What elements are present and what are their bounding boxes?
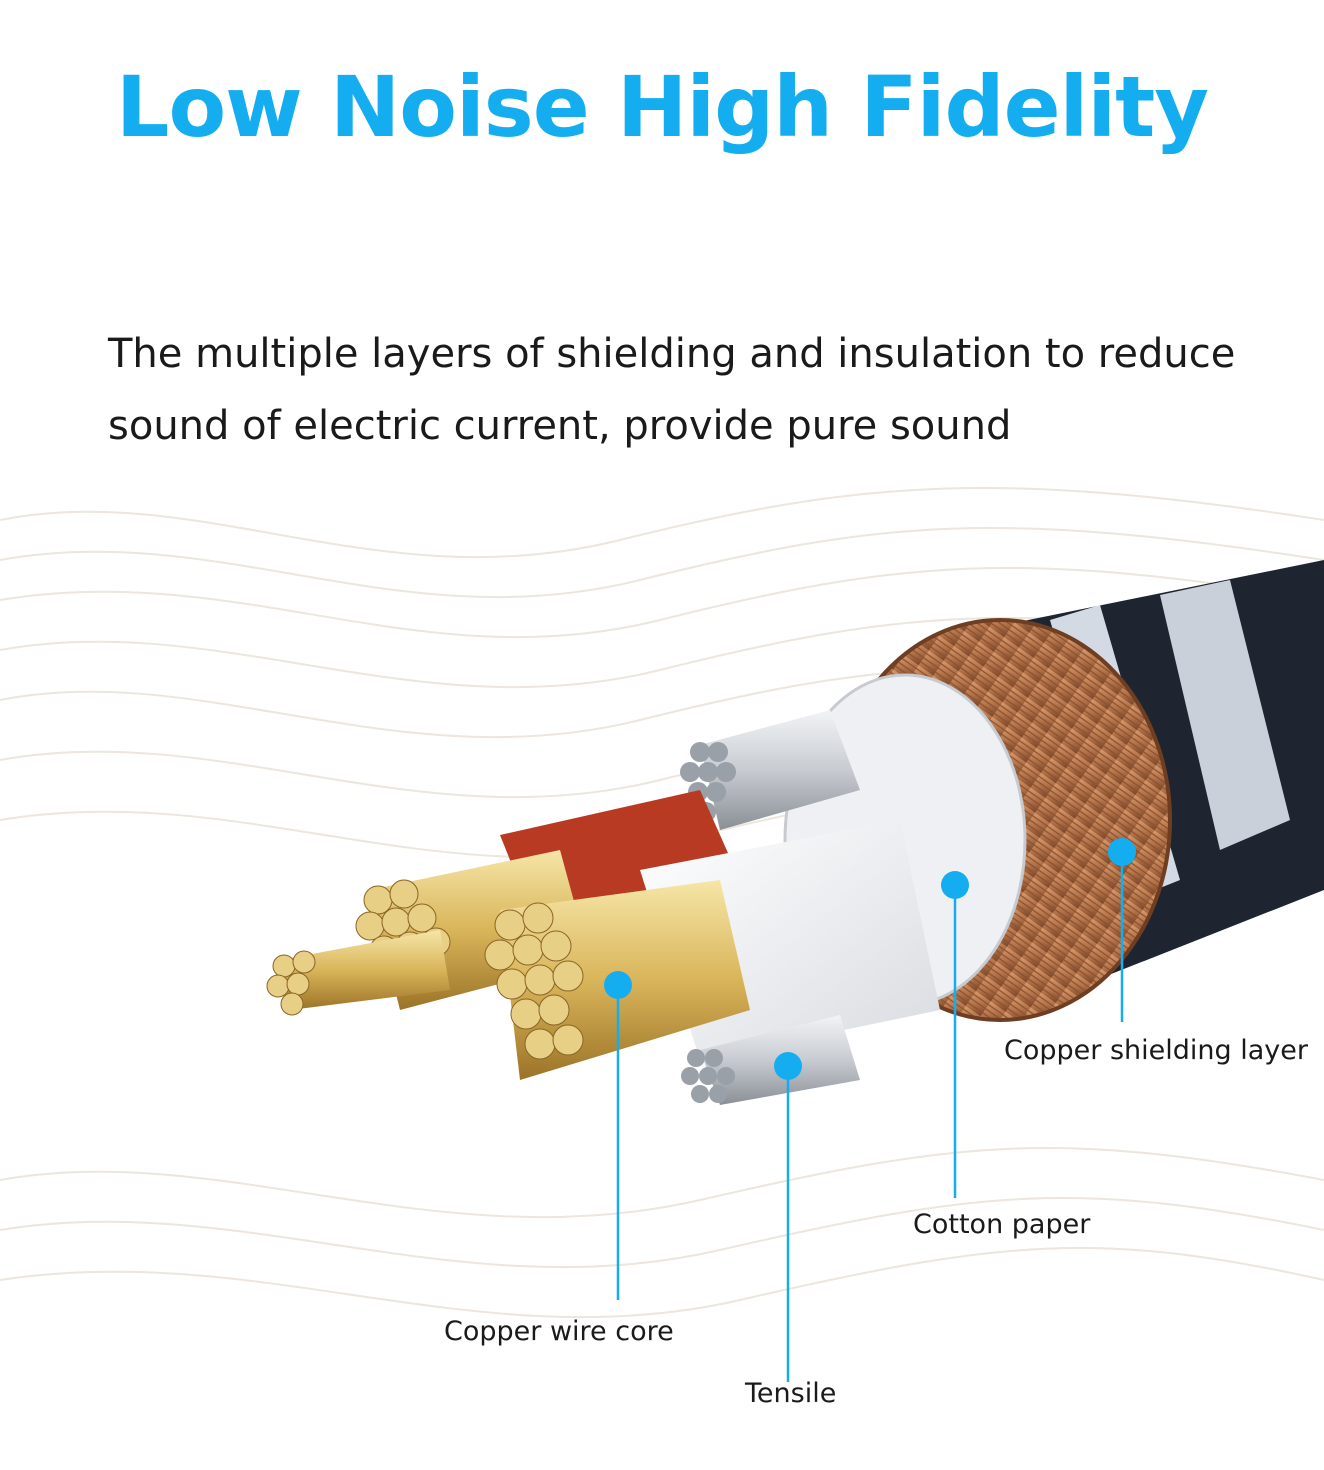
page-description: The multiple layers of shielding and ins… <box>108 331 1236 449</box>
dot-cotton-paper <box>941 871 969 899</box>
copper-wire-bundle-left <box>266 930 450 1016</box>
label-cotton-paper: Cotton paper <box>913 1209 1091 1240</box>
label-tensile: Tensile <box>745 1378 837 1409</box>
dot-copper-shielding <box>1108 838 1136 866</box>
dot-copper-wire-core <box>604 971 632 999</box>
page-title: Low Noise High Fidelity <box>115 58 1209 156</box>
label-copper-shielding-layer: Copper shielding layer <box>1004 1035 1308 1066</box>
dot-tensile <box>774 1052 802 1080</box>
label-copper-wire-core: Copper wire core <box>444 1316 674 1347</box>
